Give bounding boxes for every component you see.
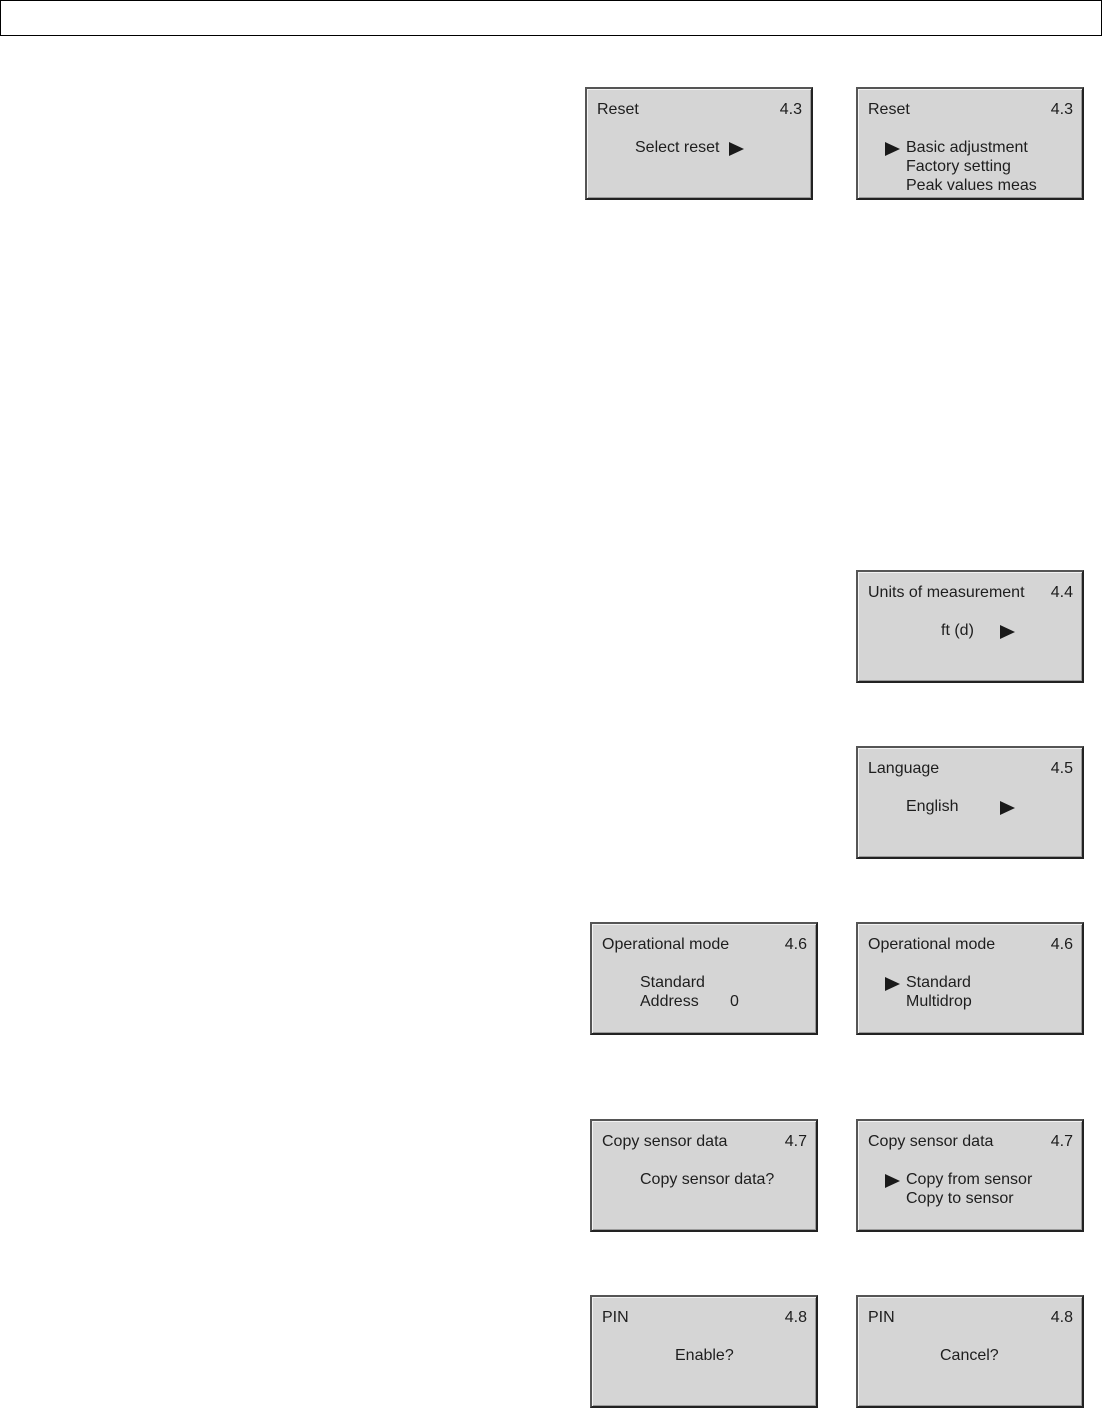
display-title: Operational mode (602, 936, 730, 953)
display-menu-number: 4.3 (779, 101, 802, 118)
display-menu-number: 4.7 (1050, 1133, 1073, 1150)
menu-option-copy-from-sensor[interactable]: Copy from sensor (906, 1171, 1033, 1188)
display-title: Language (868, 760, 940, 777)
menu-option-standard[interactable]: Standard (906, 974, 971, 991)
display-title: Copy sensor data (602, 1133, 728, 1150)
display-pin-cancel: PIN 4.8 Cancel? (856, 1295, 1084, 1408)
arrow-right-icon (1000, 801, 1015, 815)
arrow-right-icon (885, 977, 900, 991)
menu-value-address: 0 (730, 993, 739, 1010)
display-menu-number: 4.8 (784, 1309, 807, 1326)
display-copy-sensor-data-prompt: Copy sensor data 4.7 Copy sensor data? (590, 1119, 818, 1232)
display-menu-number: 4.6 (784, 936, 807, 953)
display-copy-sensor-data-options: Copy sensor data 4.7 Copy from sensor Co… (856, 1119, 1084, 1232)
display-language: Language 4.5 English (856, 746, 1084, 859)
menu-option-factory-setting[interactable]: Factory setting (906, 158, 1011, 175)
display-pin-enable: PIN 4.8 Enable? (590, 1295, 818, 1408)
arrow-right-icon (885, 142, 900, 156)
display-units-of-measurement: Units of measurement 4.4 ft (d) (856, 570, 1084, 683)
display-reset-select: Reset 4.3 Select reset (585, 87, 813, 200)
arrow-right-icon (729, 142, 744, 156)
menu-prompt-enable[interactable]: Enable? (675, 1347, 734, 1364)
display-menu-number: 4.7 (784, 1133, 807, 1150)
menu-value-language[interactable]: English (906, 798, 959, 815)
arrow-right-icon (1000, 625, 1015, 639)
arrow-right-icon (885, 1174, 900, 1188)
display-operational-mode-options: Operational mode 4.6 Standard Multidrop (856, 922, 1084, 1035)
display-title: Copy sensor data (868, 1133, 994, 1150)
display-menu-number: 4.6 (1050, 936, 1073, 953)
display-title: PIN (602, 1309, 629, 1326)
display-title: Reset (868, 101, 910, 118)
display-title: PIN (868, 1309, 895, 1326)
menu-option-copy-to-sensor[interactable]: Copy to sensor (906, 1190, 1014, 1207)
display-reset-options: Reset 4.3 Basic adjustment Factory setti… (856, 87, 1084, 200)
menu-option-basic-adjustment[interactable]: Basic adjustment (906, 139, 1028, 156)
display-title: Operational mode (868, 936, 996, 953)
header-bar (0, 0, 1102, 36)
display-menu-number: 4.5 (1050, 760, 1073, 777)
display-menu-number: 4.3 (1050, 101, 1073, 118)
menu-value-units[interactable]: ft (d) (941, 622, 974, 639)
menu-label-address: Address (640, 993, 699, 1010)
menu-prompt-cancel[interactable]: Cancel? (940, 1347, 999, 1364)
display-menu-number: 4.8 (1050, 1309, 1073, 1326)
menu-option-peak-values[interactable]: Peak values meas (906, 177, 1037, 194)
display-title: Reset (597, 101, 639, 118)
display-menu-number: 4.4 (1050, 584, 1073, 601)
menu-value-standard: Standard (640, 974, 705, 991)
display-title: Units of measurement (868, 584, 1025, 601)
menu-option-multidrop[interactable]: Multidrop (906, 993, 972, 1010)
display-operational-mode-current: Operational mode 4.6 Standard Address 0 (590, 922, 818, 1035)
menu-prompt-copy-sensor-data[interactable]: Copy sensor data? (640, 1171, 775, 1188)
menu-option-select-reset[interactable]: Select reset (635, 139, 720, 156)
